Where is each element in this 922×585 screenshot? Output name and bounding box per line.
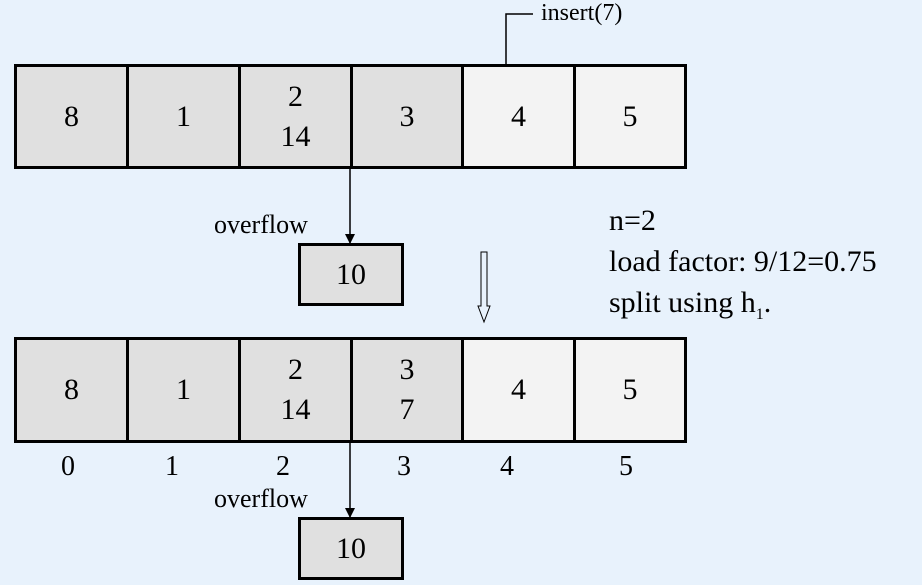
overflow-value: 10 bbox=[336, 531, 366, 565]
split-text: split using h bbox=[609, 286, 756, 319]
bottom-bucket-3: 3 7 bbox=[350, 337, 464, 443]
insert-label: insert(7) bbox=[541, 0, 623, 26]
bucket-value: 8 bbox=[64, 373, 79, 406]
overflow-value: 10 bbox=[336, 257, 366, 291]
bucket-value: 2 bbox=[288, 353, 303, 386]
bucket-value: 3 bbox=[399, 99, 415, 133]
bottom-bucket-0: 8 bbox=[14, 337, 129, 443]
bucket-index: 5 bbox=[619, 451, 633, 482]
top-overflow-bucket: 10 bbox=[298, 243, 404, 306]
bucket-index: 4 bbox=[500, 451, 514, 482]
bottom-bucket-4: 4 bbox=[461, 337, 576, 443]
bucket-value: 4 bbox=[511, 99, 526, 133]
top-bucket-5: 5 bbox=[573, 64, 687, 169]
top-bucket-1: 1 bbox=[126, 64, 241, 169]
bucket-value: 2 bbox=[288, 79, 303, 113]
bucket-value: 5 bbox=[622, 373, 638, 406]
bottom-overflow-bucket: 10 bbox=[298, 517, 404, 580]
bucket-value: 4 bbox=[511, 373, 526, 406]
split-suffix: . bbox=[763, 286, 772, 319]
bucket-value: 8 bbox=[64, 99, 79, 133]
bottom-bucket-1: 1 bbox=[126, 337, 241, 443]
bucket-index: 2 bbox=[276, 451, 290, 482]
transition-arrow-icon bbox=[477, 251, 491, 324]
bucket-index: 0 bbox=[61, 451, 75, 482]
top-bucket-2: 2 14 bbox=[238, 64, 353, 169]
bucket-value: 14 bbox=[280, 393, 311, 426]
split-subscript: 1 bbox=[755, 306, 764, 323]
bucket-value: 1 bbox=[176, 99, 191, 133]
bucket-index: 1 bbox=[165, 451, 179, 482]
bucket-value: 1 bbox=[176, 373, 191, 406]
bottom-overflow-label: overflow bbox=[214, 484, 308, 513]
bucket-value: 3 bbox=[399, 353, 415, 386]
bottom-bucket-5: 5 bbox=[573, 337, 687, 443]
info-split: split using h1. bbox=[609, 283, 771, 335]
bucket-value: 7 bbox=[399, 393, 415, 426]
info-load-factor: load factor: 9/12=0.75 bbox=[609, 245, 877, 278]
top-bucket-4: 4 bbox=[461, 64, 576, 169]
top-bucket-0: 8 bbox=[14, 64, 129, 169]
top-overflow-label: overflow bbox=[214, 210, 308, 239]
bucket-value: 5 bbox=[622, 99, 638, 133]
top-bucket-3: 3 bbox=[350, 64, 464, 169]
bucket-value: 14 bbox=[280, 119, 311, 153]
info-n: n=2 bbox=[609, 204, 656, 237]
bucket-index: 3 bbox=[397, 451, 411, 482]
bottom-bucket-2: 2 14 bbox=[238, 337, 353, 443]
